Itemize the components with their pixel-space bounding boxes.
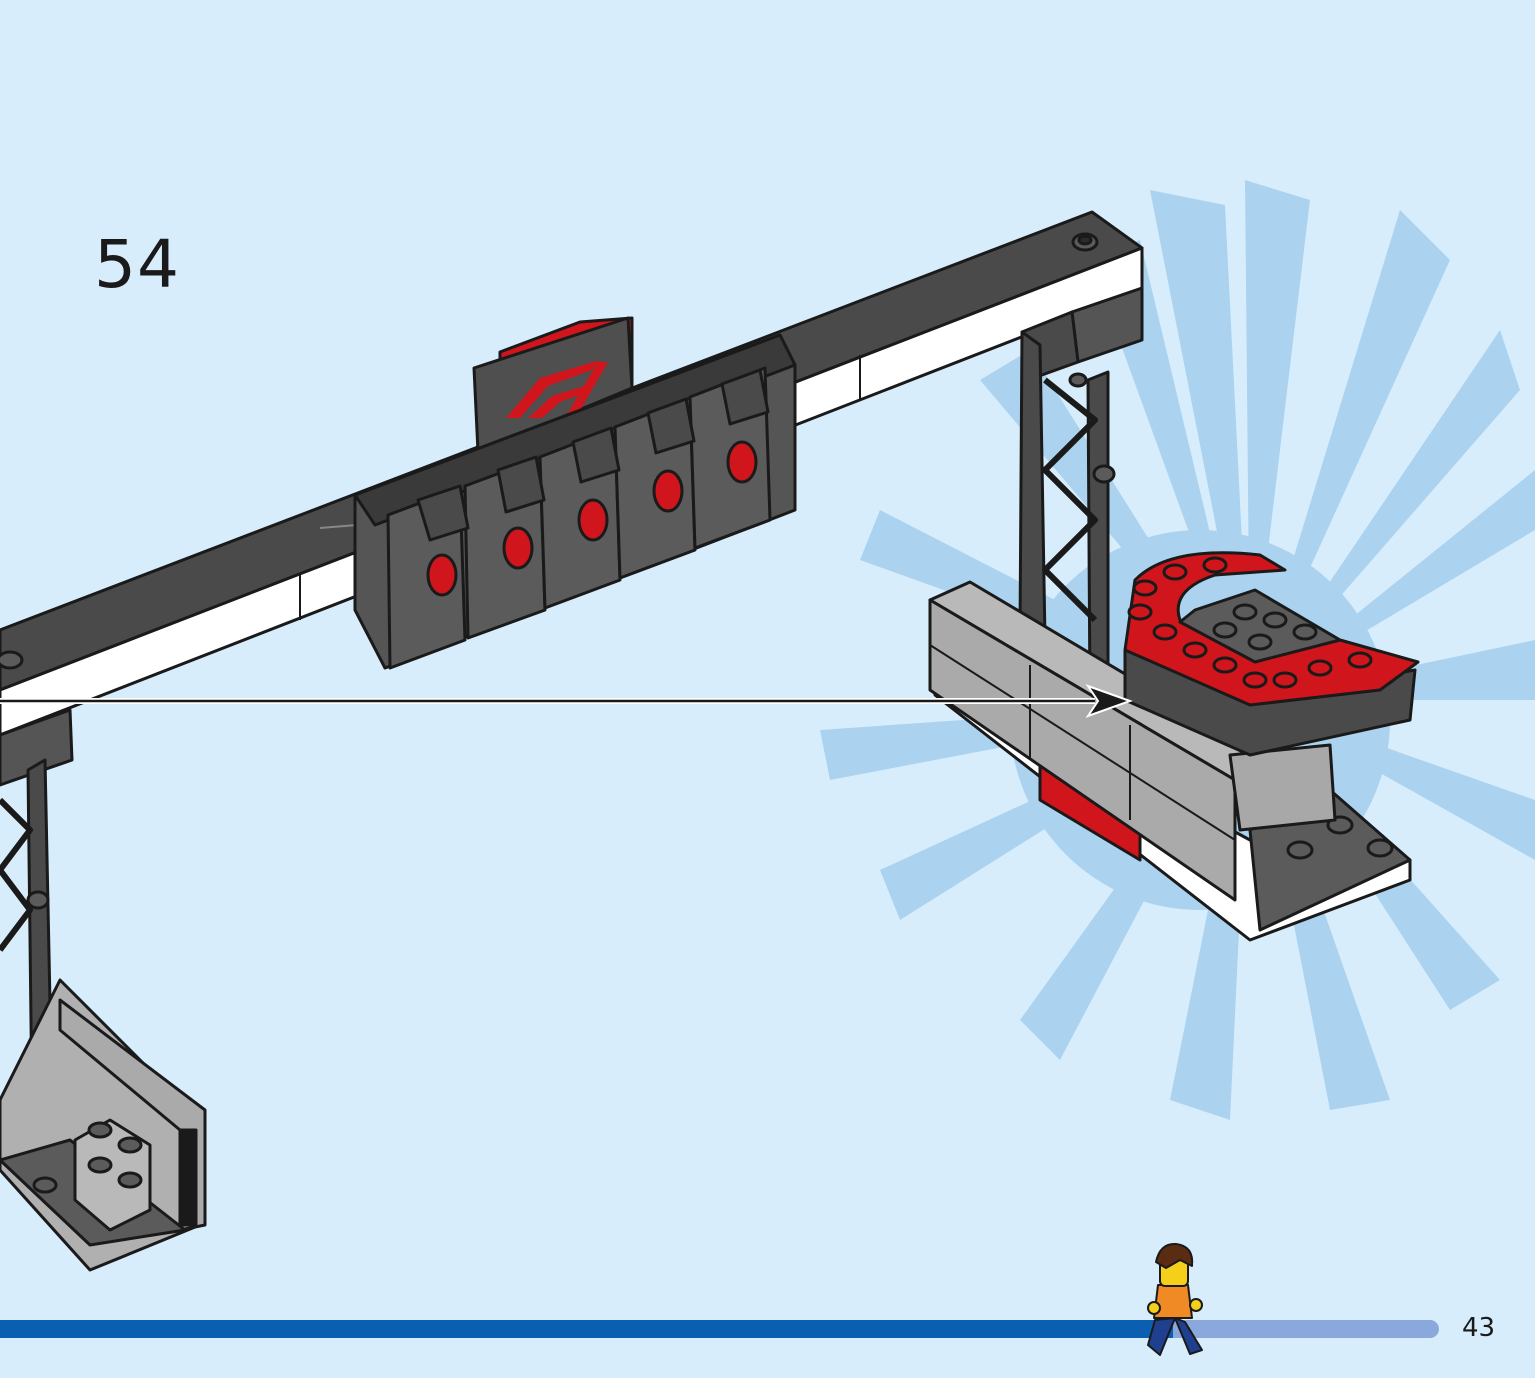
- start-lights-housing: [353, 333, 797, 670]
- page-number: 43: [1462, 1313, 1496, 1343]
- minifigure-runner-icon: [1147, 1242, 1203, 1356]
- step-number: 54: [94, 226, 180, 303]
- right-pylon: [1018, 286, 1144, 702]
- light-visors: [416, 368, 770, 542]
- f1-sign: [472, 316, 634, 454]
- left-base: [0, 978, 207, 1272]
- arrow-right-icon: [0, 684, 1133, 718]
- right-base: [928, 580, 1412, 942]
- left-base-studs: [32, 1121, 143, 1194]
- submodel-studs-red: [1127, 556, 1373, 689]
- f1-logo-icon: [506, 360, 608, 418]
- start-lights: [426, 440, 758, 597]
- left-pylon: [0, 708, 74, 1107]
- submodel-studs-grey: [1212, 603, 1318, 651]
